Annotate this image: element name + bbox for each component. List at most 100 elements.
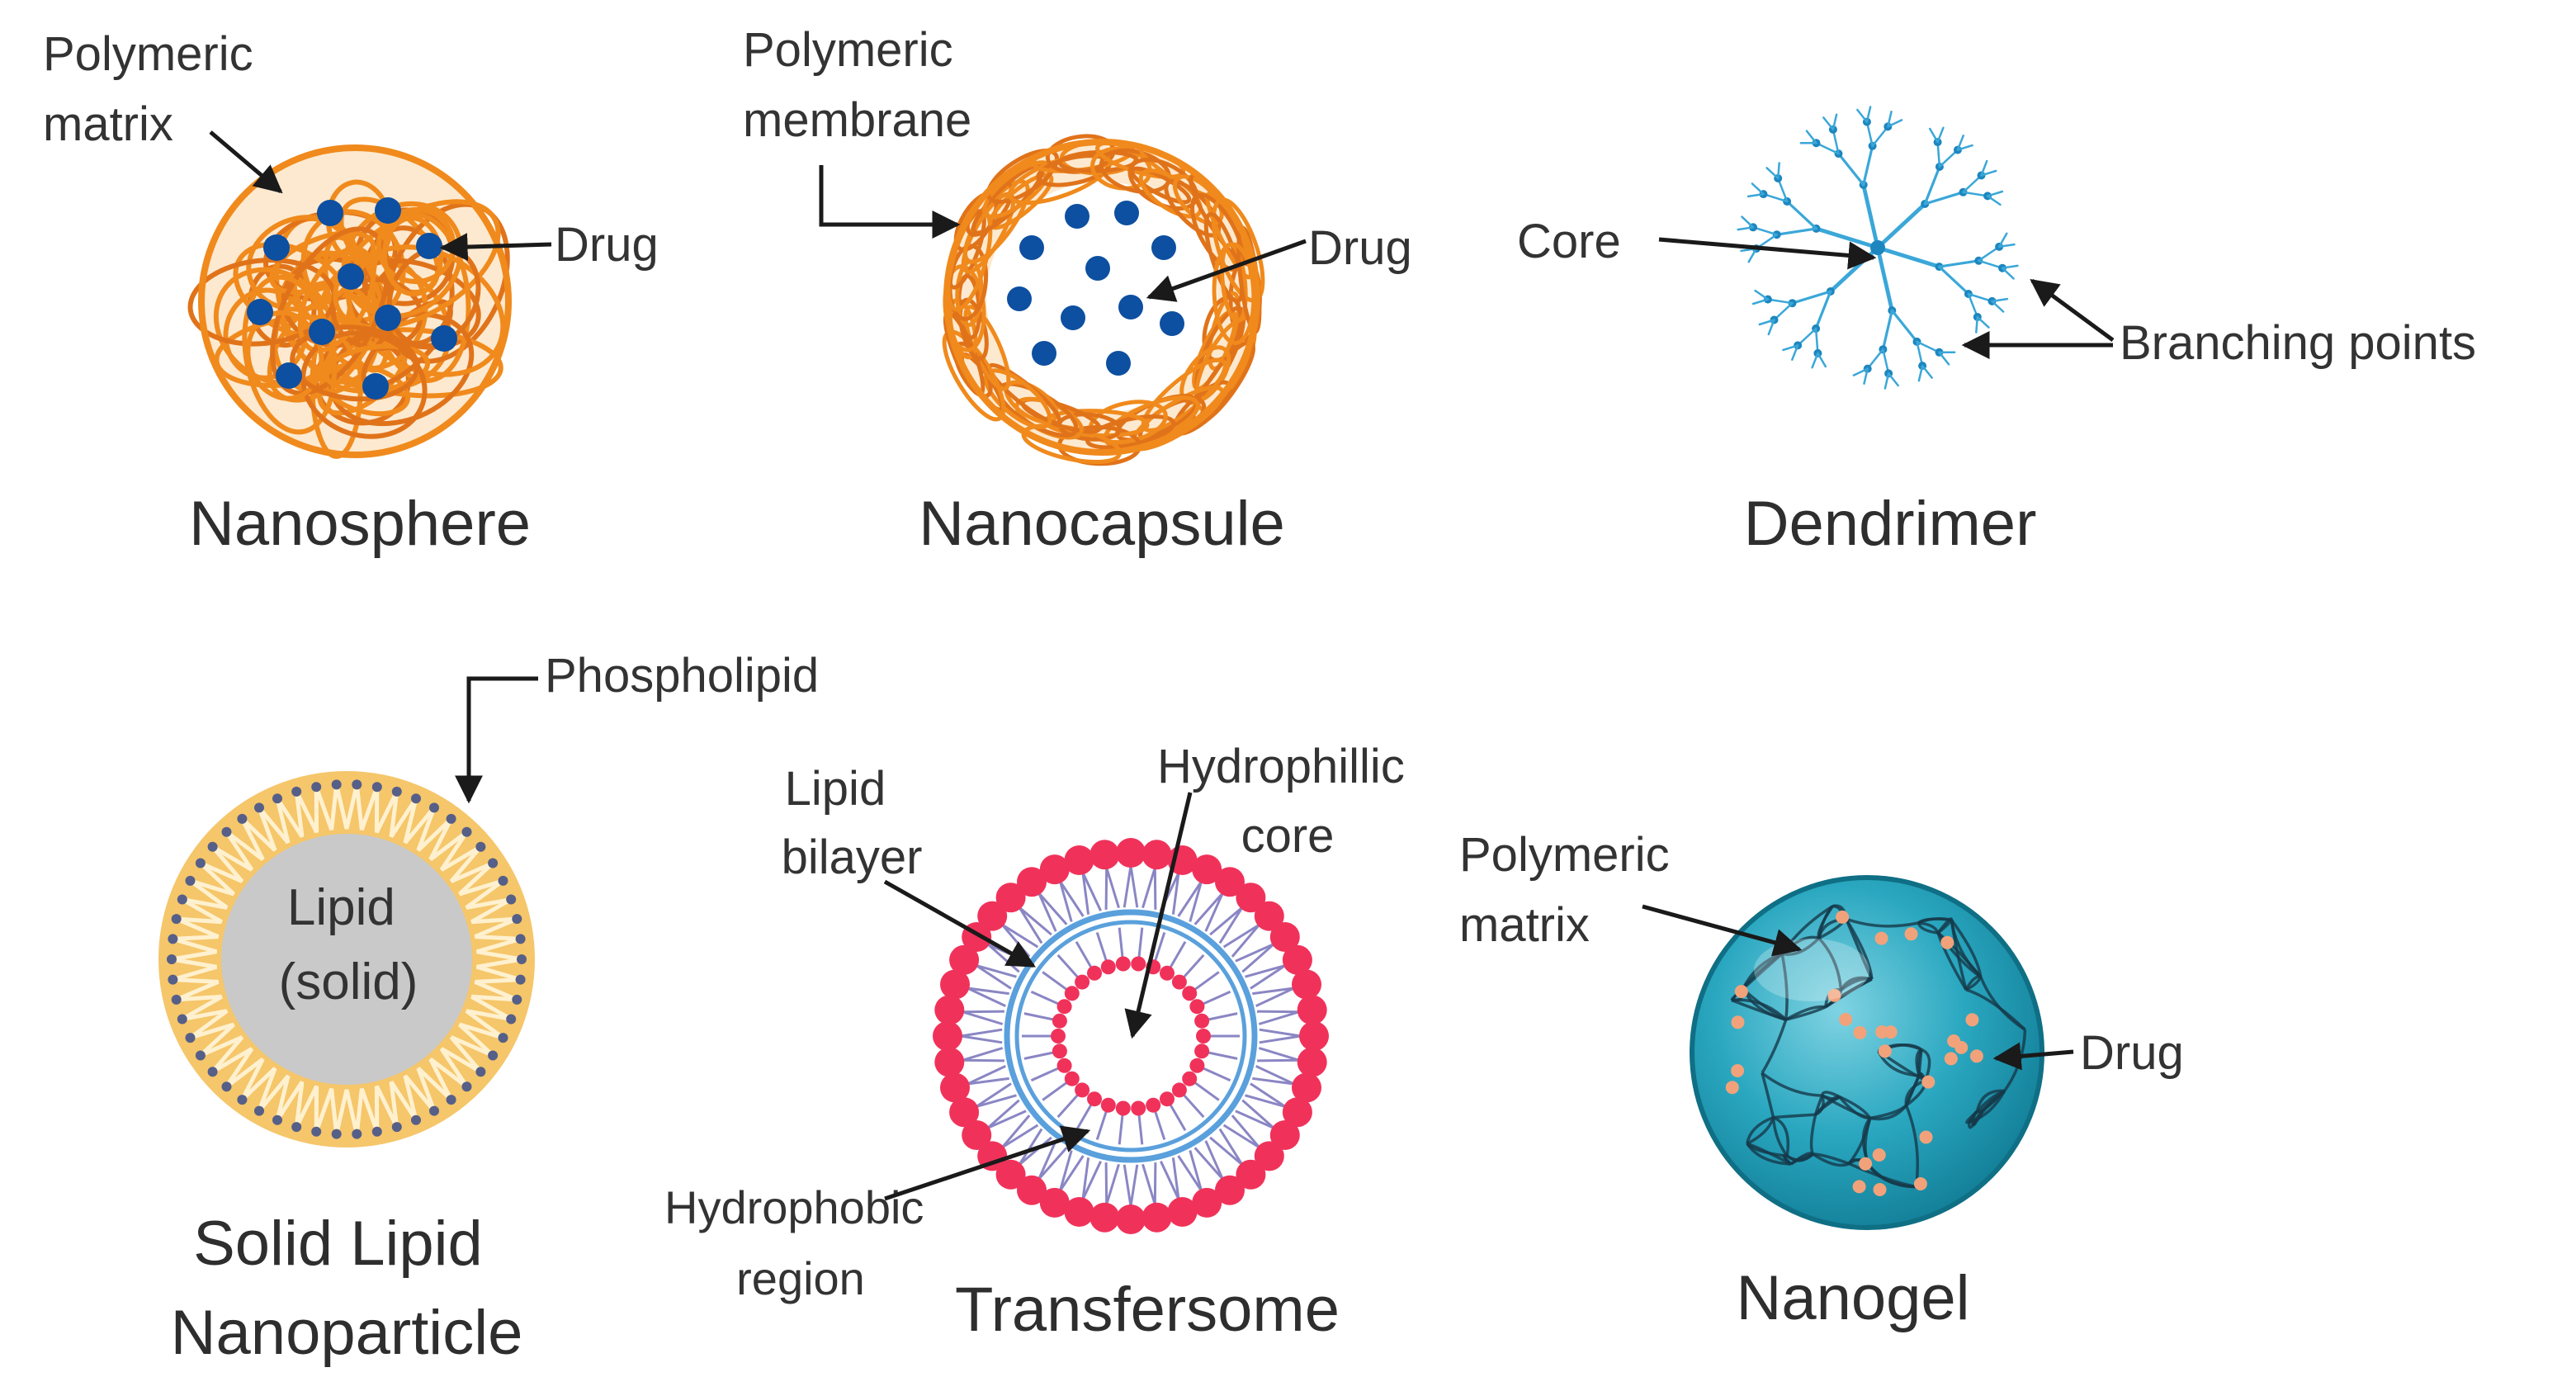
phospholipid-head xyxy=(475,1067,486,1077)
polymer-chain xyxy=(1814,1095,1840,1116)
lipid-head xyxy=(1087,1091,1102,1107)
phospholipid-tail xyxy=(176,897,223,925)
lipid-tail xyxy=(1123,865,1132,908)
lipid-head xyxy=(1182,986,1198,1001)
polymer-chain xyxy=(1761,1072,1822,1097)
drug-dot xyxy=(1065,204,1089,229)
drug-dot xyxy=(1904,927,1918,941)
lipid-tail xyxy=(1104,1162,1108,1204)
dendrimer-branch xyxy=(1746,192,1765,198)
lipid-tail xyxy=(1241,1099,1275,1129)
phospholipid-tail xyxy=(182,878,229,910)
lipid-tail xyxy=(1019,906,1052,936)
phospholipid-tail xyxy=(439,1047,482,1088)
lipid-head xyxy=(1141,840,1172,870)
dendrimer-branch xyxy=(1923,191,1965,206)
lipid-tail xyxy=(1255,987,1295,1007)
dendrimer-branch xyxy=(1758,319,1775,326)
dendrimer-branch xyxy=(1938,351,1950,366)
lipid-tail xyxy=(1208,1051,1238,1060)
lipid-head xyxy=(1292,1072,1321,1103)
phospholipid-head xyxy=(171,914,182,925)
phospholipid-tail xyxy=(458,861,504,897)
lipid-tail xyxy=(1154,1110,1166,1140)
lipid-head xyxy=(1051,1029,1066,1043)
lipid-tail xyxy=(962,1058,1004,1062)
phospholipid-head xyxy=(272,793,282,804)
lipid-head xyxy=(1171,974,1187,990)
phospholipid-head xyxy=(517,954,527,964)
transfersome-inner-tails xyxy=(1022,927,1240,1145)
dendrimer-branch xyxy=(1875,201,1927,250)
lipid-tail xyxy=(1023,1051,1054,1060)
polymer-chain xyxy=(1950,919,1983,977)
lipid-head xyxy=(940,969,970,1000)
lipid-tail xyxy=(976,1094,1017,1109)
lipid-tail xyxy=(1137,927,1144,958)
lipid-tail xyxy=(1193,1147,1224,1181)
lipid-tail xyxy=(1193,1081,1220,1101)
drug-dot xyxy=(1874,931,1888,945)
drug-dot xyxy=(1969,1049,1983,1063)
dendrimer-branch xyxy=(1814,290,1832,330)
lipid-head xyxy=(1282,1097,1312,1128)
lipid-tail xyxy=(1209,1136,1243,1166)
lipid-head xyxy=(1182,1071,1198,1086)
phospholipid-tail xyxy=(403,797,436,845)
panel-solid-lipid-nanoparticle: Lipid (solid) Phospholipid Solid Lipid N… xyxy=(158,649,819,1368)
phospholipid-tail xyxy=(173,916,220,941)
lipid-tail xyxy=(1075,940,1093,968)
lipid-tail xyxy=(967,987,1006,1007)
lipid-tail xyxy=(960,1034,1003,1044)
lipid-tail xyxy=(1001,1114,1031,1148)
phospholipid-tail xyxy=(211,831,254,872)
lipid-tail xyxy=(1189,1150,1203,1191)
phospholipid-head xyxy=(512,994,522,1005)
dendrimer-branching-arrow-upper xyxy=(2030,278,2115,343)
sln-phospholipid-label: Phospholipid xyxy=(545,649,819,703)
lipid-head xyxy=(1075,1082,1090,1098)
lipid-tail xyxy=(1153,868,1157,910)
lipid-head xyxy=(1194,1013,1210,1029)
drug-dot xyxy=(1921,1075,1936,1089)
dendrimer-branch xyxy=(1865,106,1872,123)
lipid-tail xyxy=(1250,964,1287,990)
lipid-head xyxy=(1056,1058,1072,1073)
lipid-head xyxy=(1116,838,1146,868)
polymer-chain xyxy=(1772,1115,1790,1157)
phospholipid-tail xyxy=(171,957,217,982)
lipid-tail xyxy=(1056,1094,1079,1119)
lipid-tail xyxy=(1177,880,1203,917)
drug-dot xyxy=(1118,295,1143,319)
lipid-tail xyxy=(1193,892,1224,925)
polymer-chain xyxy=(1786,1152,1814,1162)
lipid-head xyxy=(1089,840,1120,870)
phospholipid-tail xyxy=(199,845,244,883)
lipid-tail xyxy=(1030,1067,1059,1082)
phospholipid-tail xyxy=(474,977,521,1002)
phospholipid-tail xyxy=(225,1058,265,1101)
dendrimer-branch xyxy=(1997,243,2016,248)
transfersome-bilayer-outer xyxy=(1004,909,1258,1163)
transfersome-bilayer-inner xyxy=(1014,920,1247,1152)
lipid-tail xyxy=(960,1028,1003,1038)
dendrimer-branch xyxy=(1890,309,1919,343)
lipid-head xyxy=(1297,1047,1327,1077)
polymer-chain xyxy=(1761,1019,1788,1074)
lipid-head xyxy=(995,1159,1026,1190)
transfersome-core-label: Hydrophillic core xyxy=(1157,740,1418,863)
nanosphere-drug-arrow xyxy=(439,233,552,262)
lipid-tail xyxy=(1255,1065,1295,1086)
phospholipid-tail xyxy=(275,1081,305,1128)
phospholipid-head xyxy=(488,1050,499,1061)
phospholipid-head xyxy=(168,974,178,985)
lipid-tail xyxy=(1019,1136,1052,1166)
phospholipid-head xyxy=(311,782,322,793)
nanocapsule-membrane-label: Polymeric membrane xyxy=(743,23,971,147)
drug-dot xyxy=(263,234,290,261)
lipid-tail xyxy=(962,1010,1004,1025)
dendrimer-branch xyxy=(1751,182,1765,196)
dendrimer-branch xyxy=(1856,108,1869,123)
drug-dot xyxy=(375,197,401,224)
polymer-chain xyxy=(1780,953,1789,1020)
